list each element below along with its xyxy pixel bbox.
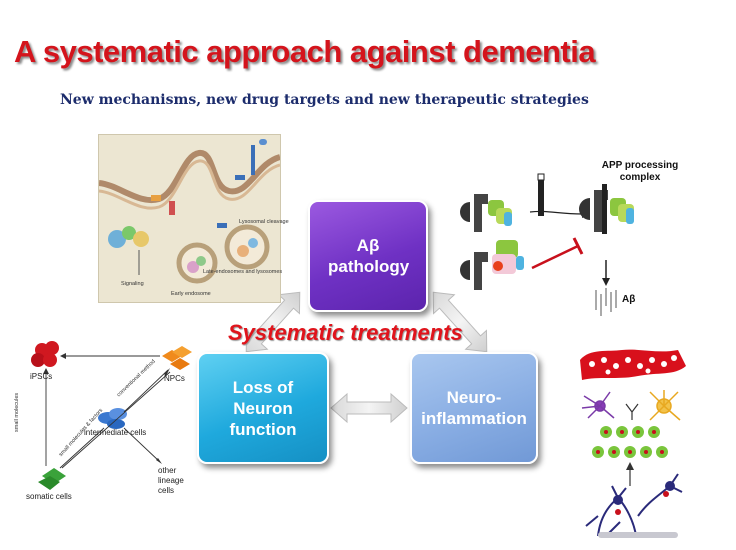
ipscs-label: iPSCs [30, 372, 53, 381]
neuroinflammation-illustration [580, 349, 686, 538]
app-processing-complex-icon [579, 184, 634, 234]
lysosomal-cleavage-label: Lysosomal cleavage [239, 219, 289, 225]
secretase-complex-icon [460, 194, 512, 232]
endosome-illustration-panel: Late-endosomes and lysosomes Early endos… [98, 134, 289, 303]
signaling-label: Signaling [121, 281, 144, 287]
reprogramming-diagram [31, 341, 192, 490]
neuro-inflammation-label: Neuro-inflammation [421, 388, 527, 428]
arrow-loss-neuro [330, 392, 408, 424]
tissue-mesh-icon [580, 349, 686, 380]
abeta-pathology-label: Aβ pathology [328, 236, 410, 276]
green-cells-icon [592, 426, 668, 458]
somatic-cells-icon [38, 468, 66, 490]
abeta-pathology-box: Aβ pathology [308, 200, 428, 312]
somatic-cells-label: somatic cells [26, 492, 72, 501]
mutant-complex-icon [460, 240, 524, 290]
microglia-icon [581, 391, 615, 419]
arrow-abeta-loss [245, 291, 301, 353]
abeta-fragments-icon [595, 288, 617, 316]
late-endosome-label: Late-endosomes and lysosomes [203, 269, 283, 275]
npcs-label: NPCs [164, 374, 185, 383]
astrocyte-icon [649, 390, 681, 421]
arrow-abeta-neuro [432, 291, 488, 353]
early-endosome-label: Early endosome [171, 291, 211, 297]
abeta-product-label: Aβ [622, 294, 636, 305]
npcs-icon [162, 346, 192, 370]
intermediate-cells-icon [98, 408, 127, 429]
membrane-trafficking-illustration [98, 139, 282, 284]
loss-of-neuron-function-label: Loss of Neuron function [229, 377, 297, 439]
loss-of-neuron-function-box: Loss of Neuron function [197, 352, 329, 464]
intermediate-cells-label: intermediate cells [84, 428, 147, 437]
small-molecules-label: small molecules [14, 392, 20, 432]
systematic-treatments-label: Systematic treatments [228, 320, 463, 345]
app-processing-schematic [460, 173, 634, 316]
ipscs-icon [31, 341, 59, 367]
neuro-inflammation-box: Neuro-inflammation [410, 352, 538, 464]
other-lineage-cells-label: other lineage cells [158, 466, 184, 495]
page-subtitle: New mechanisms, new drug targets and new… [60, 92, 589, 108]
page-title: A systematic approach against dementia [14, 34, 596, 69]
app-complex-label: APP processing complex [601, 160, 679, 183]
